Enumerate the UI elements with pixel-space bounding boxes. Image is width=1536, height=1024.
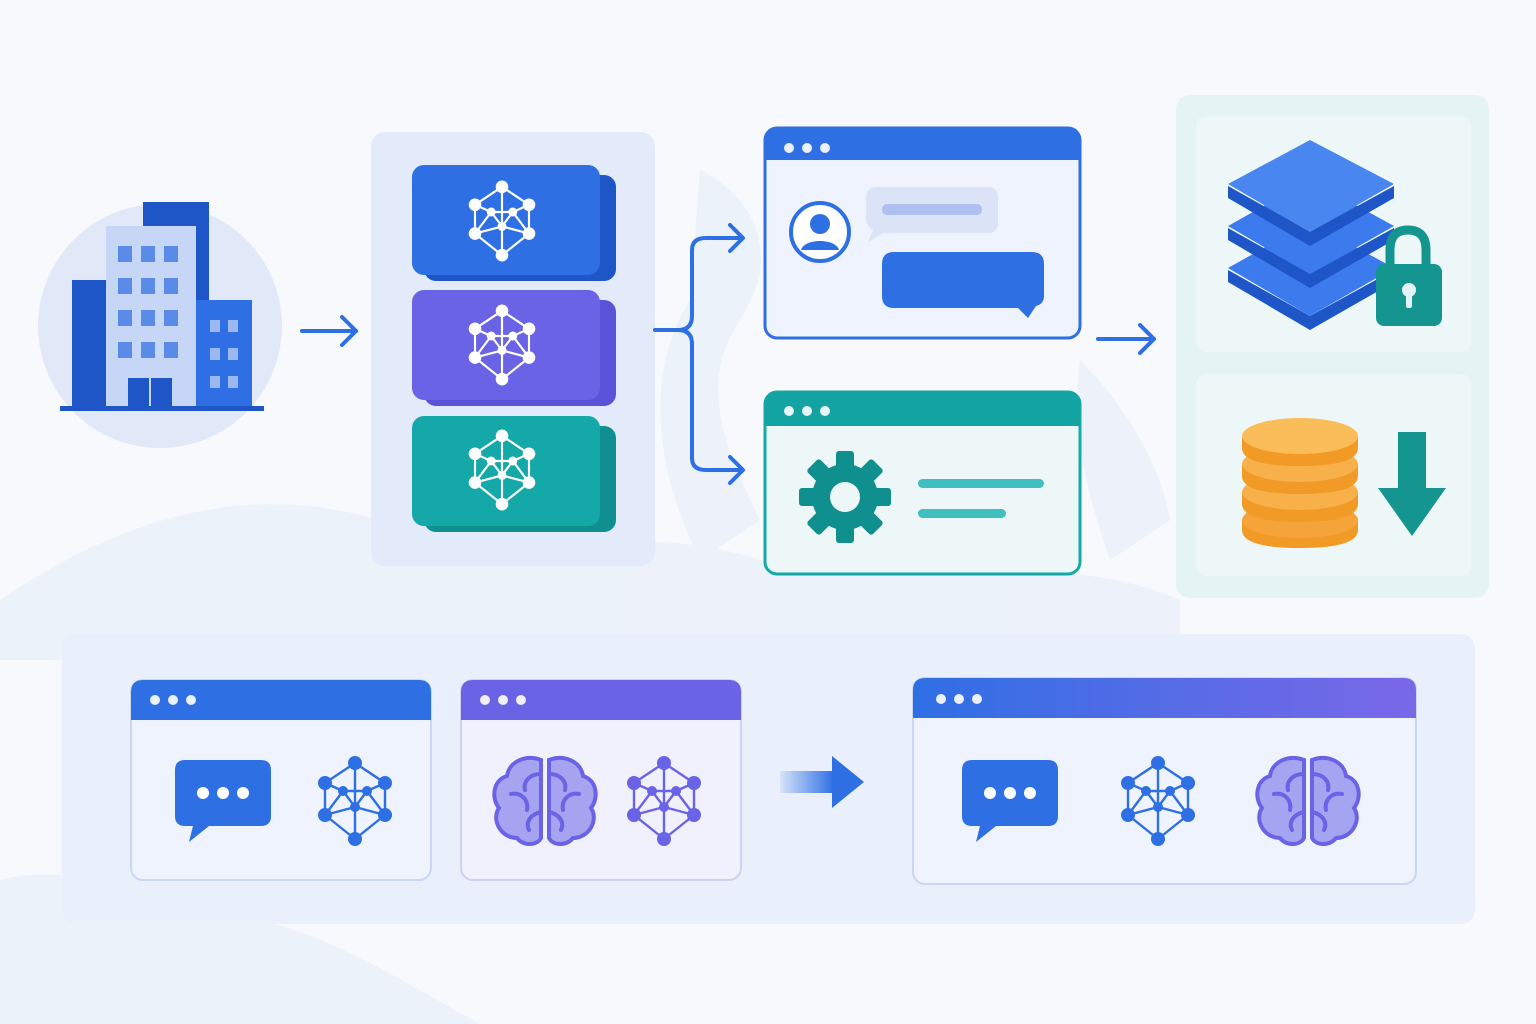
model-card-teal[interactable] bbox=[412, 416, 616, 532]
arrow-to-storage bbox=[1096, 323, 1156, 355]
window-controls bbox=[936, 694, 982, 704]
gear-icon bbox=[799, 451, 891, 543]
settings-window[interactable] bbox=[763, 390, 1082, 576]
settings-line bbox=[918, 479, 1044, 488]
storage-panel bbox=[1176, 95, 1489, 598]
padlock-icon bbox=[1376, 225, 1442, 326]
window-controls bbox=[784, 143, 830, 153]
stacked-database-icon bbox=[1228, 140, 1394, 330]
company-building bbox=[38, 202, 282, 448]
bottom-integration-panel bbox=[62, 634, 1475, 924]
branch-arrows bbox=[653, 223, 745, 485]
merge-arrow bbox=[780, 756, 864, 808]
brain-model-window[interactable] bbox=[460, 679, 742, 881]
model-stack-panel bbox=[371, 132, 655, 566]
window-controls bbox=[784, 406, 830, 416]
coin-stack-icon bbox=[1242, 418, 1358, 548]
window-controls bbox=[480, 695, 526, 705]
arrow-to-models bbox=[300, 315, 358, 347]
window-controls bbox=[150, 695, 196, 705]
chat-model-window[interactable] bbox=[130, 679, 432, 881]
incoming-message-bubble bbox=[866, 187, 998, 242]
combined-model-window[interactable] bbox=[912, 677, 1417, 885]
model-card-purple[interactable] bbox=[412, 290, 616, 406]
down-arrow-icon bbox=[1378, 432, 1446, 536]
model-card-blue[interactable] bbox=[412, 165, 616, 281]
office-building-icon bbox=[60, 202, 264, 411]
user-avatar-icon bbox=[789, 201, 851, 263]
chat-window[interactable] bbox=[763, 126, 1082, 340]
outgoing-message-bubble bbox=[882, 252, 1044, 318]
settings-line bbox=[918, 509, 1006, 518]
